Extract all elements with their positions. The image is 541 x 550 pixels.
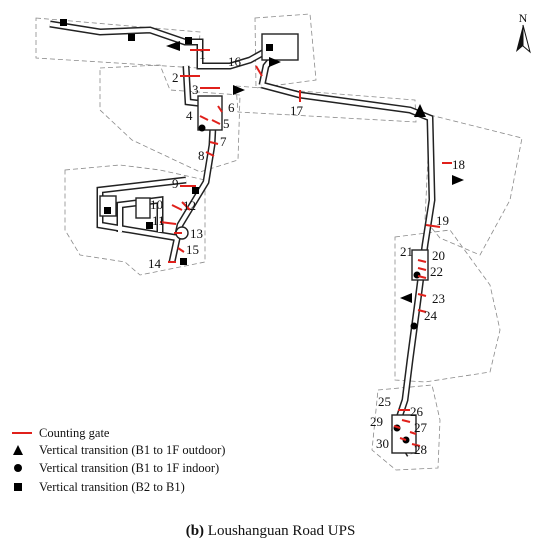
figure-caption: (b) Loushanguan Road UPS — [0, 523, 541, 540]
counting-gate-11 — [159, 221, 177, 225]
counting-gate-15 — [177, 247, 185, 253]
circle-marker — [410, 322, 418, 330]
gate-number-2: 2 — [172, 70, 179, 85]
triangle-marker — [414, 104, 426, 117]
counting-gate-27 — [409, 431, 417, 435]
gate-number-24: 24 — [424, 308, 438, 323]
gate-number-9: 9 — [172, 176, 179, 191]
legend-outdoor-label: Vertical transition (B1 to 1F outdoor) — [39, 443, 226, 457]
boundaries — [35, 13, 523, 471]
counting-gate-19 — [425, 224, 441, 228]
room-block — [261, 33, 299, 61]
north-arrow-icon: N — [512, 10, 534, 62]
triangle-marker — [166, 41, 180, 51]
gate-number-18: 18 — [452, 157, 465, 172]
triangle-icon — [13, 445, 23, 455]
counting-gate-23 — [417, 293, 427, 297]
corridors — [49, 20, 436, 457]
square-marker — [185, 37, 192, 44]
gate-number-14: 14 — [148, 256, 162, 271]
counting-gate-16 — [255, 65, 263, 77]
boundary-road — [235, 85, 417, 123]
gate-number-21: 21 — [400, 244, 413, 259]
north-label: N — [519, 11, 528, 25]
caption-title: Loushanguan Road UPS — [207, 523, 356, 539]
triangle-marker — [400, 293, 412, 303]
gate-number-20: 20 — [432, 248, 445, 263]
gate-number-12: 12 — [183, 198, 196, 213]
circle-marker — [413, 271, 421, 279]
gate-number-23: 23 — [432, 291, 445, 306]
square-marker — [266, 44, 273, 51]
boundary-west — [64, 164, 206, 276]
gate-number-3: 3 — [192, 82, 199, 97]
gate-number-22: 22 — [430, 264, 443, 279]
boundary-east — [424, 114, 523, 256]
counting-gate-29 — [393, 425, 401, 429]
counting-gate-28 — [411, 443, 421, 447]
counting-gates: 1234567891011121314151617181920212223242… — [148, 47, 465, 457]
square-marker — [60, 19, 67, 26]
triangle-marker — [269, 57, 281, 67]
square-marker — [128, 34, 135, 41]
counting-gate-20 — [417, 259, 427, 263]
gate-number-19: 19 — [436, 213, 449, 228]
room-block — [197, 95, 223, 131]
gate-number-10: 10 — [150, 197, 163, 212]
circle-marker — [198, 124, 206, 132]
gate-number-11: 11 — [152, 213, 165, 228]
gate-number-4: 4 — [186, 108, 193, 123]
counting-gate-7 — [209, 141, 219, 145]
gate-number-13: 13 — [190, 226, 203, 241]
square-marker — [146, 222, 153, 229]
boundary-north — [254, 13, 317, 89]
boundary-southeast — [394, 229, 501, 383]
square-marker — [104, 207, 111, 214]
gate-line-icon — [12, 432, 32, 434]
caption-letter: (b) — [185, 523, 205, 539]
counting-gate-10 — [171, 204, 183, 211]
gate-number-15: 15 — [186, 242, 199, 257]
counting-gate-21 — [417, 267, 427, 271]
legend-gate-label: Counting gate — [39, 426, 110, 440]
counting-gate-26 — [401, 419, 411, 423]
square-marker — [180, 258, 187, 265]
counting-gate-30 — [399, 437, 407, 441]
counting-gate-12 — [181, 201, 191, 211]
legend-indoor-label: Vertical transition (B1 to 1F indoor) — [39, 461, 220, 475]
gate-number-17: 17 — [290, 103, 304, 118]
gate-number-6: 6 — [228, 100, 235, 115]
gate-number-5: 5 — [223, 116, 230, 131]
counting-gate-4 — [199, 115, 209, 121]
gate-number-7: 7 — [220, 134, 227, 149]
b2-transitions — [60, 19, 273, 265]
gate-number-28: 28 — [414, 442, 427, 457]
boundary-south — [371, 384, 441, 471]
gate-number-27: 27 — [414, 420, 428, 435]
counting-gate-6 — [217, 105, 223, 113]
gate-number-1: 1 — [199, 47, 206, 62]
gate-number-8: 8 — [198, 148, 205, 163]
counting-gate-22 — [417, 275, 427, 279]
gate-number-16: 16 — [228, 54, 242, 69]
gate-number-29: 29 — [370, 414, 383, 429]
gate-number-26: 26 — [410, 404, 424, 419]
counting-gate-5 — [211, 119, 221, 125]
square-icon — [14, 483, 22, 491]
outdoor-transitions — [166, 41, 464, 303]
square-marker — [192, 187, 199, 194]
circle-icon — [14, 464, 22, 472]
gate-number-30: 30 — [376, 436, 389, 451]
legend-b2-label: Vertical transition (B2 to B1) — [39, 480, 185, 494]
triangle-marker — [452, 175, 464, 185]
room-block — [135, 197, 151, 219]
counting-gate-8 — [205, 151, 215, 157]
gate-number-25: 25 — [378, 394, 391, 409]
counting-gate-24 — [417, 309, 427, 313]
triangle-marker — [233, 85, 245, 95]
